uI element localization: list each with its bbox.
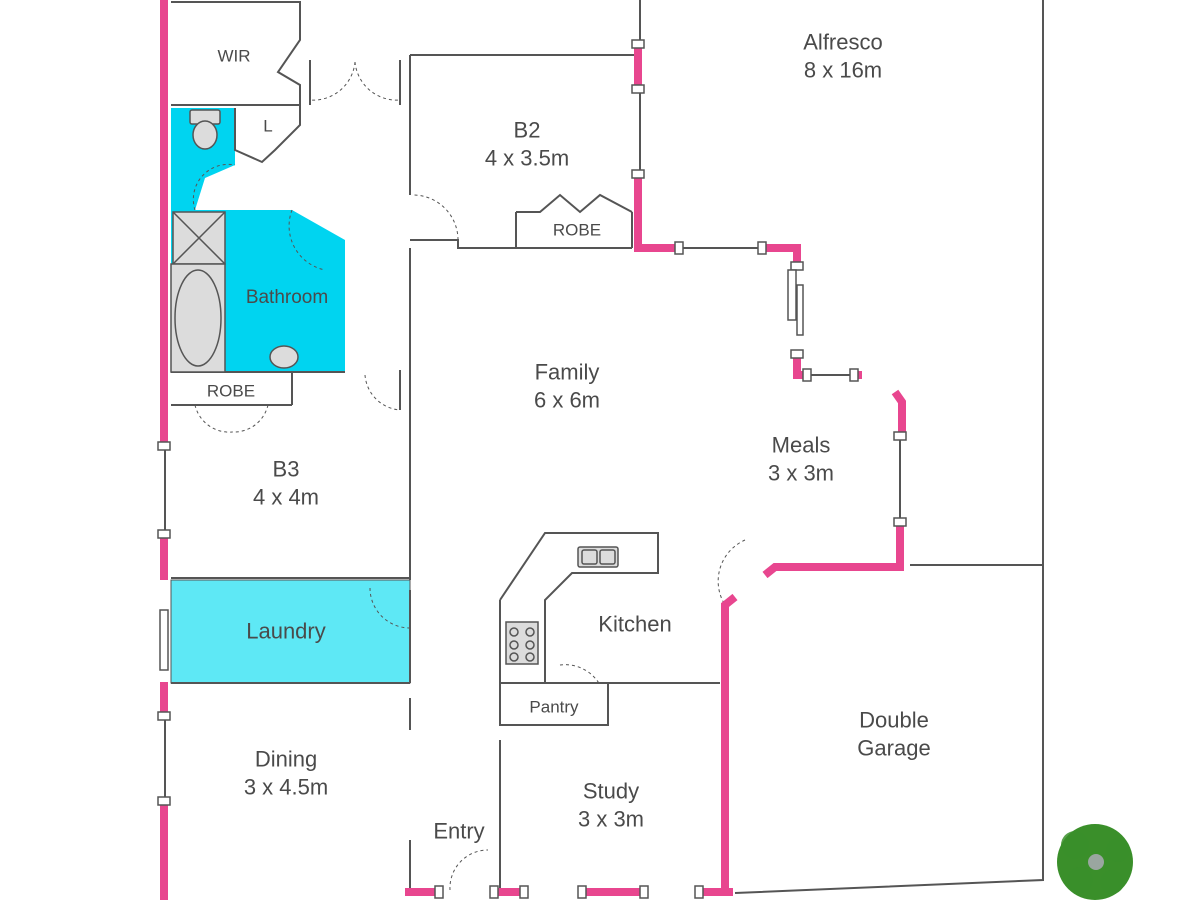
room-label-laundry: Laundry [246, 618, 326, 644]
room-label-b2: B2 4 x 3.5m [484, 117, 570, 171]
room-label-meals: Meals 3 x 3m [767, 432, 835, 486]
toilet-icon [189, 109, 221, 150]
fixtures [170, 109, 619, 665]
door-swings [192, 61, 746, 891]
room-label-double-garage: Double Garage [857, 707, 931, 761]
cooktop-icon [505, 621, 539, 665]
window-stubs [157, 39, 907, 899]
internal-walls [164, 0, 1044, 894]
room-label-bathroom: Bathroom [245, 287, 329, 309]
room-label-entry: Entry [433, 818, 485, 844]
room-label-kitchen: Kitchen [598, 611, 672, 637]
sink-icon [577, 546, 619, 568]
bathtub-icon [170, 263, 226, 373]
room-label-alfresco: Alfresco 8 x 16m [803, 29, 883, 83]
room-label-study: Study 3 x 3m [577, 778, 645, 832]
room-label-dining: Dining 3 x 4.5m [243, 746, 329, 800]
tree-icon [1057, 824, 1133, 900]
shower-icon [172, 211, 226, 265]
external-walls [160, 0, 906, 900]
room-label-robe-b3: ROBE [206, 381, 256, 401]
basin-icon [269, 345, 299, 369]
room-label-linen: L [263, 116, 273, 136]
room-label-robe-b2: ROBE [552, 220, 602, 240]
room-label-pantry: Pantry [529, 697, 579, 717]
sliding-panels [159, 269, 804, 671]
room-label-wir: WIR [217, 46, 251, 66]
room-label-b3: B3 4 x 4m [252, 456, 320, 510]
room-label-family: Family 6 x 6m [533, 359, 601, 413]
